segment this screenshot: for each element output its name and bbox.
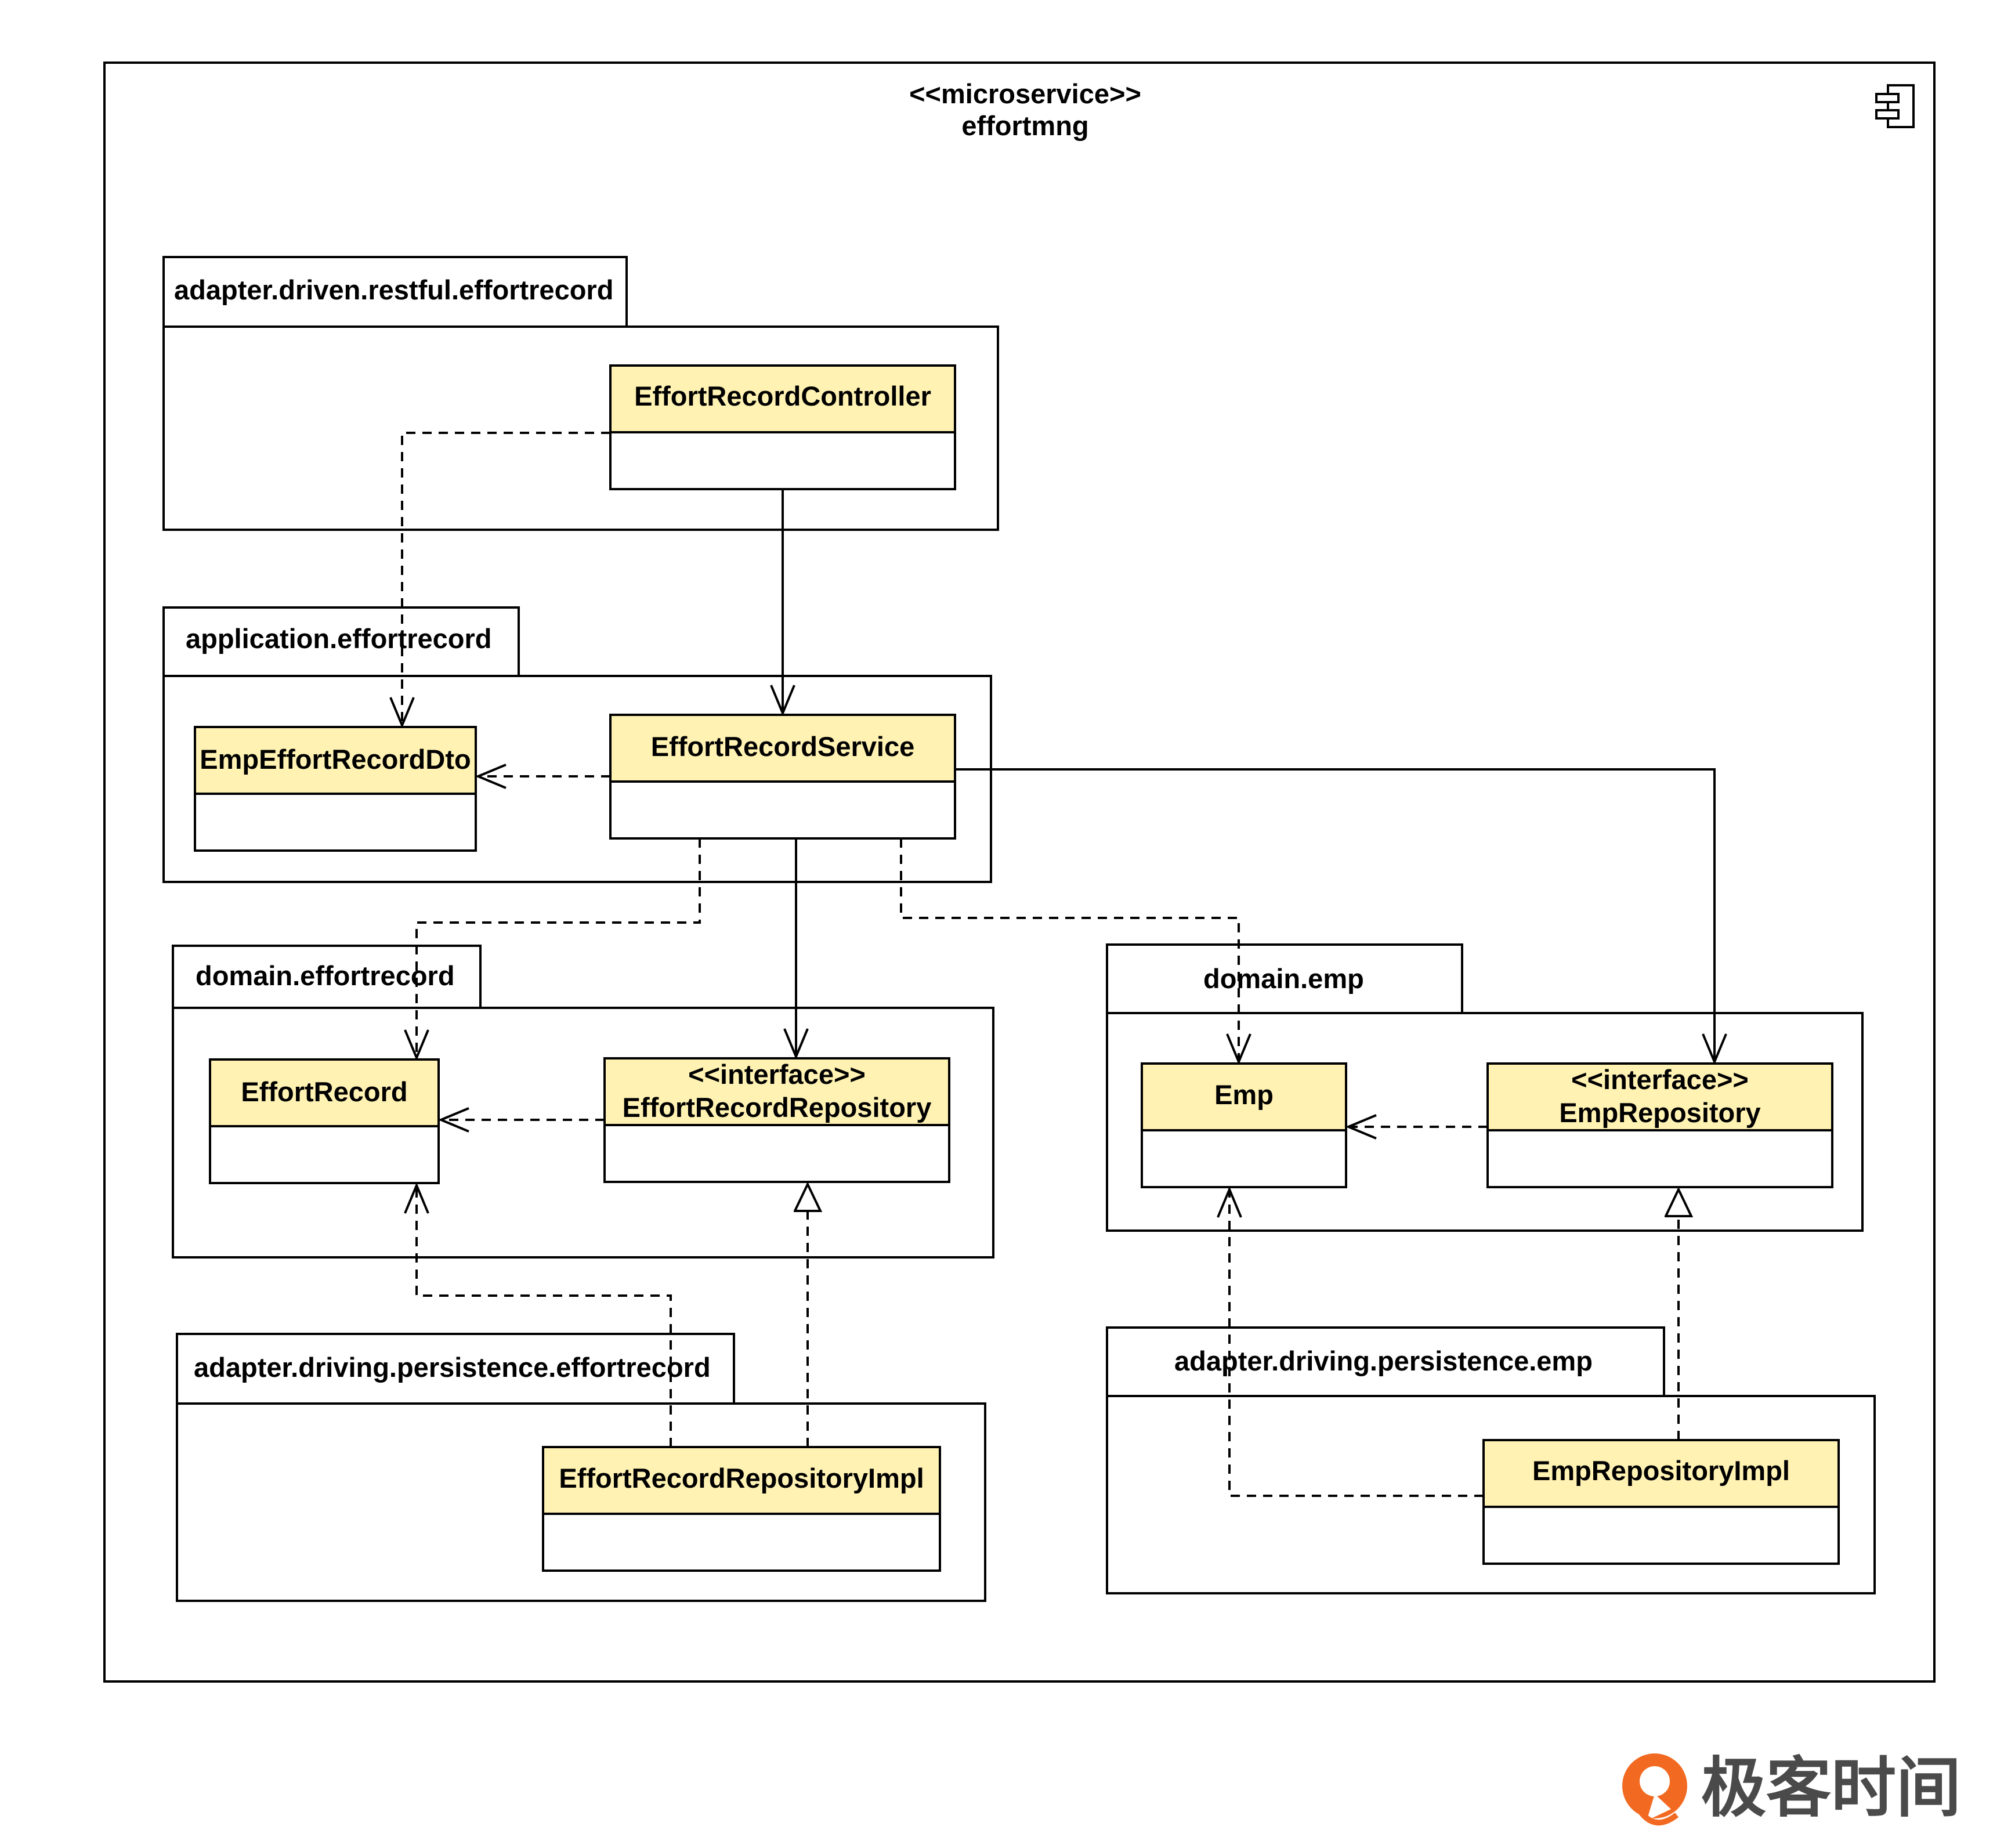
class-emp-repository: <<interface>> EmpRepository — [1486, 1062, 1833, 1188]
geektime-logo: 极客时间 — [1622, 1751, 1961, 1826]
geektime-logo-text: 极客时间 — [1701, 1751, 1961, 1826]
class-stereotype: <<interface>> — [1571, 1064, 1749, 1095]
class-effort-record-repository-impl: EffortRecordRepositoryImpl — [542, 1446, 941, 1572]
class-name: EmpRepositoryImpl — [1532, 1455, 1790, 1486]
class-name: EffortRecord — [241, 1076, 407, 1107]
dependency-service-emp — [900, 838, 1251, 1065]
package-label: domain.effortrecord — [196, 960, 455, 991]
dependency-impl-emp — [1217, 1186, 1484, 1497]
package-label: adapter.driving.persistence.effortrecord — [194, 1352, 711, 1383]
package-label: adapter.driving.persistence.emp — [1174, 1346, 1593, 1376]
geektime-logo-icon — [1622, 1753, 1687, 1826]
class-emp: Emp — [1141, 1062, 1347, 1188]
package-label: application.effortrecord — [186, 623, 492, 654]
class-effort-record-service: EffortRecordService — [609, 714, 956, 840]
class-effort-record: EffortRecord — [209, 1058, 440, 1184]
package-label: adapter.driven.restful.effortrecord — [174, 274, 613, 305]
microservice-name: effortmng — [961, 110, 1088, 141]
package-label: domain.emp — [1203, 963, 1364, 994]
class-name: EffortRecordRepository — [623, 1092, 932, 1123]
class-name: EffortRecordController — [634, 381, 931, 411]
class-name: EmpEffortRecordDto — [200, 744, 471, 775]
class-emp-repository-impl: EmpRepositoryImpl — [1482, 1439, 1840, 1565]
dependency-impl-effort-record — [404, 1182, 672, 1447]
class-effort-record-controller: EffortRecordController — [609, 364, 956, 490]
class-name: EffortRecordRepositoryImpl — [559, 1463, 924, 1493]
microservice-stereotype: <<microservice>> — [909, 78, 1141, 109]
class-effort-record-repository: <<interface>> EffortRecordRepository — [603, 1057, 950, 1183]
dependency-controller-dto — [389, 432, 610, 729]
component-icon — [1875, 84, 1915, 128]
class-emp-effort-record-dto: EmpEffortRecordDto — [194, 726, 477, 852]
class-name: EffortRecordService — [651, 731, 915, 762]
association-service-emp-repository — [955, 768, 1727, 1065]
class-name: Emp — [1214, 1079, 1274, 1110]
class-stereotype: <<interface>> — [688, 1059, 866, 1090]
class-name: EmpRepository — [1559, 1097, 1760, 1128]
